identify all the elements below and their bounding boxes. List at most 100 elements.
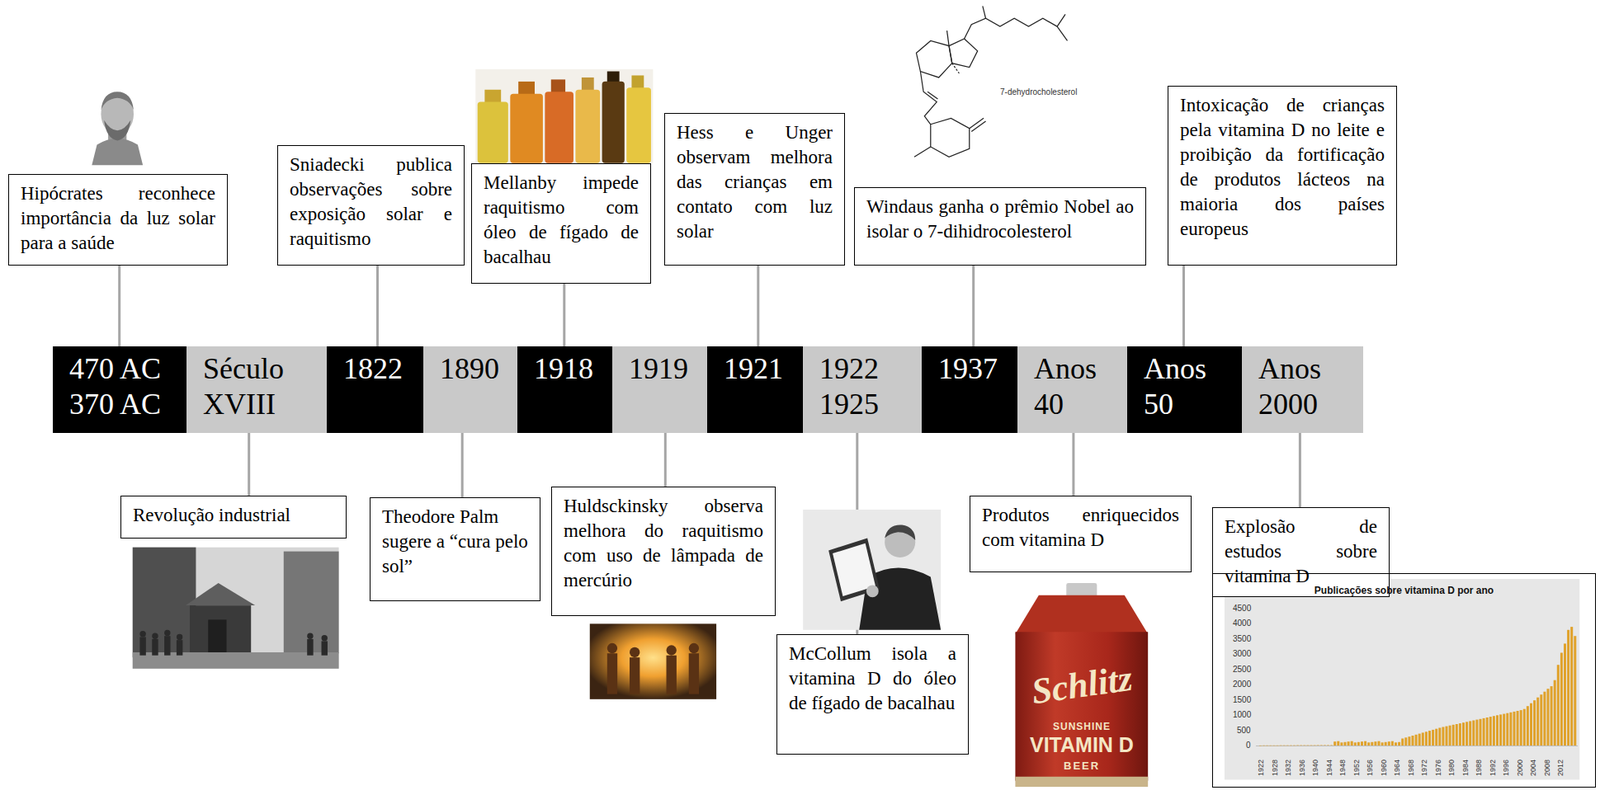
lamp-photo bbox=[589, 623, 717, 699]
chart-bar bbox=[1458, 723, 1462, 746]
chart-bar bbox=[1452, 725, 1455, 746]
industrial-photo bbox=[132, 547, 197, 658]
hippocrates-bust bbox=[103, 120, 131, 142]
chart-axis bbox=[1255, 745, 1578, 747]
lamp-photo bbox=[629, 657, 640, 694]
chart-bar bbox=[1394, 742, 1398, 746]
chart-bar bbox=[1445, 726, 1449, 746]
oil-bottles bbox=[631, 75, 644, 90]
chart-bar bbox=[1313, 745, 1317, 747]
industrial-photo bbox=[151, 632, 158, 639]
timeline-cell: 470 AC 370 AC bbox=[52, 346, 187, 434]
oil-bottles bbox=[509, 94, 543, 164]
axis-tick: 1988 bbox=[1474, 759, 1483, 777]
leader-line bbox=[972, 265, 975, 347]
chart-bar bbox=[1516, 711, 1520, 746]
chart-frame: Publicações sobre vitamina D por ano bbox=[1212, 573, 1596, 789]
oil-bottles bbox=[518, 81, 535, 96]
molecule-structure bbox=[915, 40, 952, 77]
industrial-photo bbox=[139, 631, 146, 638]
chart-bar bbox=[1553, 680, 1557, 746]
axis-tick: 1996 bbox=[1501, 759, 1511, 777]
chart-bar bbox=[1364, 741, 1367, 746]
chart-bar bbox=[1293, 745, 1296, 747]
axis-tick: 1936 bbox=[1297, 759, 1307, 777]
chart-bar bbox=[1475, 720, 1478, 746]
axis-tick: 0 bbox=[1246, 741, 1251, 751]
chart-bar bbox=[1523, 709, 1526, 746]
hippocrates-bust bbox=[100, 91, 134, 110]
industrial-photo bbox=[321, 635, 328, 642]
chart-bar bbox=[1340, 742, 1343, 746]
chart-bar bbox=[1455, 724, 1459, 746]
chart-bar bbox=[1563, 643, 1567, 746]
chart-bar bbox=[1415, 735, 1418, 746]
chart-bar bbox=[1391, 741, 1394, 746]
event-box: Intoxicação de crianças pela vitamina D … bbox=[1167, 85, 1398, 266]
molecule-structure bbox=[971, 121, 986, 132]
lamp-photo bbox=[689, 653, 699, 694]
chart-bar bbox=[1357, 742, 1360, 746]
molecule-structure bbox=[964, 14, 1066, 39]
chart-title: Publicações sobre vitamina D por ano bbox=[1212, 574, 1596, 597]
axis-tick: 1922 bbox=[1256, 759, 1265, 777]
beer-can bbox=[1066, 583, 1097, 598]
industrial-photo bbox=[132, 547, 340, 670]
leader-line bbox=[461, 433, 464, 498]
event-text: Theodore Palm sugere a “cura pelo sol” bbox=[382, 505, 529, 580]
leader-line bbox=[376, 265, 379, 347]
year-text: 1822 bbox=[343, 351, 424, 388]
axis-tick: 1000 bbox=[1232, 710, 1251, 721]
beer-can bbox=[1014, 777, 1148, 788]
oil-bottles bbox=[475, 69, 653, 164]
molecule-label: 7-dehydrocholesterol bbox=[1000, 87, 1077, 97]
chart-bar bbox=[1407, 736, 1411, 746]
leader-line bbox=[562, 283, 566, 347]
chart-bar bbox=[1566, 630, 1570, 746]
chart-bar bbox=[1421, 732, 1425, 746]
can-text: SUNSHINE bbox=[1052, 721, 1111, 733]
mccollum-photo bbox=[828, 538, 880, 603]
chart-bar bbox=[1347, 741, 1350, 746]
chart-bar bbox=[1330, 745, 1333, 747]
chart-bar bbox=[1384, 742, 1388, 746]
timeline-cell: 1922 1925 bbox=[802, 346, 922, 434]
lamp-photo bbox=[689, 643, 699, 654]
chart-bar bbox=[1279, 745, 1283, 747]
industrial-photo bbox=[164, 636, 170, 656]
timeline-cell: 1919 bbox=[612, 346, 708, 434]
axis-tick: 4500 bbox=[1232, 604, 1251, 614]
chart-bar bbox=[1533, 700, 1536, 746]
mccollum-photo bbox=[866, 585, 879, 598]
chart-bar bbox=[1536, 698, 1539, 746]
lamp-photo bbox=[607, 643, 699, 695]
can-text: BEER bbox=[1063, 759, 1100, 773]
chart-bar bbox=[1360, 741, 1364, 746]
chart-bar bbox=[1326, 745, 1330, 747]
chart-bar bbox=[1286, 745, 1289, 747]
lamp-photo bbox=[629, 647, 640, 658]
chart-bar bbox=[1519, 710, 1523, 746]
chart-bar bbox=[1557, 665, 1560, 746]
year-text: Anos 2000 bbox=[1258, 351, 1337, 423]
oil-bottles bbox=[551, 79, 566, 94]
industrial-photo bbox=[176, 634, 183, 641]
chart-bar bbox=[1354, 742, 1357, 746]
chart-bar bbox=[1262, 745, 1265, 747]
event-text: Mellanby impede raquitismo com óleo de f… bbox=[483, 170, 639, 270]
leader-line bbox=[1298, 433, 1302, 508]
axis-tick: 2000 bbox=[1232, 679, 1251, 690]
axis-tick: 1928 bbox=[1270, 759, 1280, 777]
axis-tick: 1980 bbox=[1447, 759, 1456, 777]
chart-bar bbox=[1344, 742, 1347, 746]
event-text: Sniadecki publica observações sobre expo… bbox=[289, 152, 453, 252]
chart-bar bbox=[1496, 715, 1499, 746]
chart-bar bbox=[1482, 718, 1486, 746]
chart-bar bbox=[1550, 686, 1553, 746]
chart-bar bbox=[1367, 742, 1370, 746]
axis-tick: 2012 bbox=[1556, 759, 1565, 777]
event-box: Explosão de estudos sobre vitamina D bbox=[1212, 507, 1390, 598]
event-box: Produtos enriquecidos com vitamina D bbox=[969, 495, 1192, 573]
industrial-photo bbox=[207, 619, 227, 655]
oil-bottles bbox=[581, 77, 595, 92]
